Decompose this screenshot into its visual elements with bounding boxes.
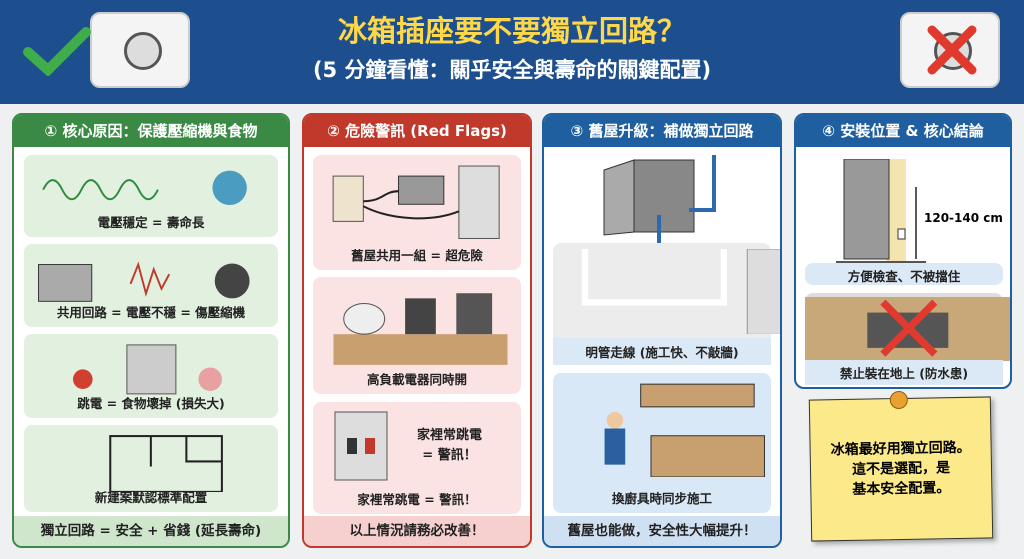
card-stable-voltage: 電壓穩定 = 壽命長 — [24, 155, 278, 237]
conclusion-sticky-note: 冰箱最好用獨立回路。 這不是選配，是 基本安全配置。 — [808, 390, 994, 542]
panel-red-flags: ② 危險警訊 (Red Flags) 舊屋共用一組 = 超危險 高負載電器同時開… — [302, 113, 532, 548]
pushpin-icon — [889, 390, 908, 410]
breaker-panel-illustration — [603, 155, 716, 245]
card-shared-circuit: 共用回路 = 電壓不穩 = 傷壓縮機 — [24, 244, 278, 327]
card-no-floor-install: 禁止裝在地上 (防水患) — [805, 293, 1010, 385]
card-new-build-standard: 新建案默認標準配置 — [24, 425, 278, 512]
floor-plan-icon — [109, 435, 223, 492]
card-caption: 共用回路 = 電壓不穩 = 傷壓縮機 — [56, 305, 246, 320]
breaker-callout: 家裡常跳電 = 警訊！ — [417, 426, 482, 466]
subtitle-text: (5 分鐘看懂：關乎安全與壽命的關鍵配置) — [312, 58, 712, 82]
card-power-trip: 跳電 = 食物壞掉 (損失大) — [24, 334, 278, 418]
panel-core-reasons: ① 核心原因：保護壓縮機與食物 電壓穩定 = 壽命長 共用回路 = 電壓不穩 =… — [12, 113, 290, 548]
card-caption: 舊屋共用一組 = 超危險 — [351, 248, 483, 263]
note-line: 冰箱最好用獨立回路。 — [830, 439, 971, 459]
callout-line: 家裡常跳電 — [417, 428, 483, 443]
note-line: 基本安全配置。 — [852, 480, 951, 498]
electrician-illustration — [604, 383, 765, 477]
floor-outlet-prohibited-icon — [805, 297, 1010, 362]
card-caption: 家裡常跳電 = 警訊！ — [357, 492, 477, 507]
appliances-illustration — [333, 293, 508, 365]
panel-title: ② 危險警訊 (Red Flags) — [304, 115, 530, 147]
card-easy-access: 方便檢查、不被擋住 — [805, 263, 1003, 285]
callout-line: = 警訊！ — [422, 448, 477, 463]
voltage-spike-icon — [38, 261, 250, 302]
title-text: 冰箱插座要不要獨立回路？ — [337, 14, 686, 48]
panel-footer: 獨立回路 = 安全 + 省錢 (延長壽命) — [14, 516, 288, 546]
panel-title: ③ 舊屋升級：補做獨立回路 — [544, 115, 780, 147]
shared-outlet-illustration — [332, 165, 500, 239]
card-shared-outlet: 舊屋共用一組 = 超危險 — [313, 155, 521, 270]
fridge-height-illustration — [836, 159, 926, 264]
breaker-icon — [334, 411, 388, 481]
height-label: 120-140 cm — [924, 211, 1003, 225]
card-caption: 跳電 = 食物壞掉 (損失大) — [77, 396, 225, 411]
panel-old-house-upgrade: ③ 舊屋升級：補做獨立回路 明管走線 (施工快、不敲牆) 換廚具時同步施工 舊屋… — [542, 113, 782, 548]
panel-footer: 以上情況請務必改善！ — [304, 516, 530, 546]
card-caption: 禁止裝在地上 (防水患) — [805, 360, 1003, 385]
header-banner: 冰箱插座要不要獨立回路？ (5 分鐘看懂：關乎安全與壽命的關鍵配置) — [0, 0, 1024, 104]
card-caption: 新建案默認標準配置 — [94, 490, 208, 505]
card-surface-wiring: 明管走線 (施工快、不敲牆) — [553, 243, 780, 365]
panel-title: ① 核心原因：保護壓縮機與食物 — [14, 115, 288, 147]
page-title: 冰箱插座要不要獨立回路？ (5 分鐘看懂：關乎安全與壽命的關鍵配置) — [240, 8, 784, 84]
card-caption: 高負載電器同時開 — [366, 372, 467, 387]
card-kitchen-renovation: 換廚具時同步施工 — [553, 373, 771, 513]
conduit-illustration — [581, 249, 780, 335]
card-high-load: 高負載電器同時開 — [313, 277, 521, 394]
card-frequent-trips: 家裡常跳電 = 警訊！ 家裡常跳電 = 警訊！ — [313, 402, 521, 514]
check-icon — [23, 27, 91, 76]
card-caption: 明管走線 (施工快、不敲牆) — [553, 338, 771, 365]
card-caption: 電壓穩定 = 壽命長 — [97, 215, 205, 230]
panel-install-position: ④ 安裝位置 & 核心結論 120-140 cm 方便檢查、不被擋住 禁止裝在地… — [794, 113, 1012, 389]
sine-wave-icon — [42, 170, 247, 205]
cross-icon — [927, 25, 977, 75]
outlet-ok-illustration — [90, 12, 190, 88]
panel-footer: 舊屋也能做，安全性大幅提升！ — [544, 516, 780, 546]
spoiled-food-icon — [72, 344, 222, 395]
card-caption: 換廚具時同步施工 — [611, 491, 712, 506]
panel-title: ④ 安裝位置 & 核心結論 — [796, 115, 1010, 147]
